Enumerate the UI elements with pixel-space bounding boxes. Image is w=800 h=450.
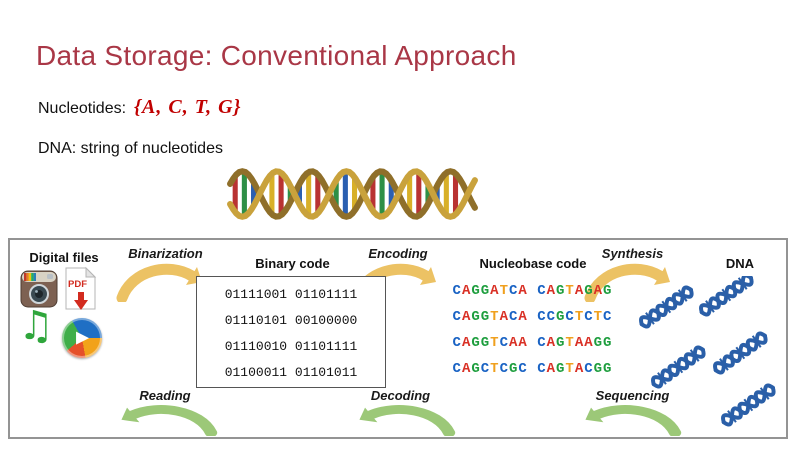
binary-row: 01100011 01101011 (224, 365, 358, 380)
music-note-icon: ♫ (18, 303, 54, 349)
pdf-file-icon: PDF (65, 266, 97, 310)
sequencing-label: Sequencing (595, 388, 670, 403)
nucleotides-label: Nucleotides: (38, 100, 127, 117)
nucleotides-set: {A, C, T, G} (134, 96, 242, 118)
svg-text:PDF: PDF (68, 279, 87, 290)
dna-definition-text: DNA: string of nucleotides (38, 140, 223, 157)
dna-helix-image (227, 168, 478, 220)
reading-arrow (121, 405, 218, 436)
page-title: Data Storage: Conventional Approach (36, 40, 517, 71)
media-player-icon: ▶ (62, 318, 102, 358)
binary-code-box: 01111001 01101111 01110101 00100000 0111… (196, 276, 386, 388)
pipeline-panel: Digital files PDF ♫ ▶ Binarization (8, 238, 788, 439)
synthesis-label: Synthesis (601, 246, 664, 261)
digital-files-label: Digital files (29, 250, 99, 265)
instagram-icon (20, 270, 58, 308)
sequencing-arrow (585, 405, 682, 436)
encoding-label: Encoding (368, 246, 428, 261)
binary-row: 01111001 01101111 (224, 287, 358, 302)
binarization-label: Binarization (128, 246, 203, 261)
play-triangle-icon: ▶ (75, 327, 90, 348)
decoding-arrow (359, 405, 456, 436)
dna-label: DNA (725, 256, 755, 271)
reading-label: Reading (139, 388, 191, 403)
nucleotides-line: Nucleotides: {A, C, T, G} (38, 96, 241, 119)
synthesis-arrow (584, 263, 670, 302)
decoding-label: Decoding (370, 388, 431, 403)
binary-code-label: Binary code (255, 256, 330, 271)
binary-row: 01110101 00100000 (224, 313, 358, 328)
nucleobase-code-label: Nucleobase code (479, 256, 587, 271)
binary-row: 01110010 01101111 (224, 339, 358, 354)
